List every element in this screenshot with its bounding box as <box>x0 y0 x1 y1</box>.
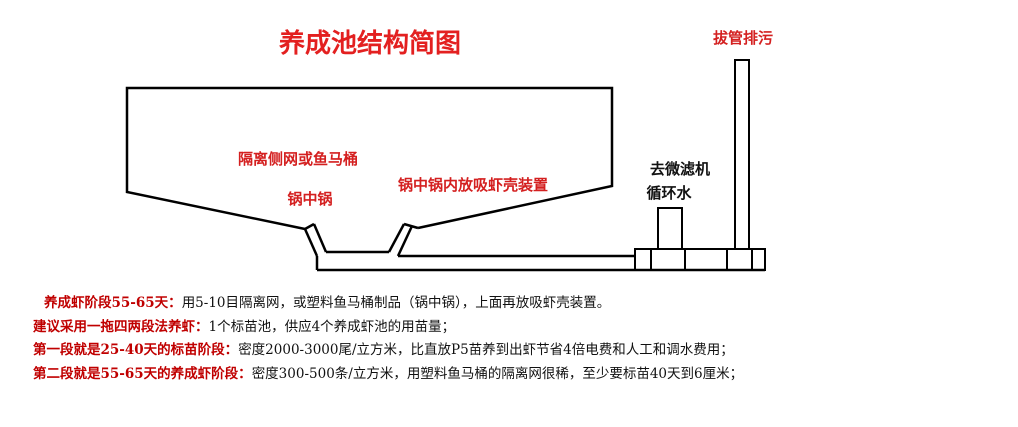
note-key: 第二段就是55-65天的养成虾阶段： <box>33 365 252 382</box>
pond-wall <box>125 86 614 231</box>
filter-pipe <box>657 207 683 250</box>
note-key: 第一段就是25-40天的标苗阶段： <box>33 342 239 358</box>
diagram-title: 养成池结构简图 <box>278 28 461 59</box>
note-line: 养成虾阶段55-65天：用5-10目隔离网，或塑料鱼马桶制品（锅中锅），上面再放… <box>0 292 1018 316</box>
drain-standpipe <box>734 59 750 250</box>
note-line: 第二段就是55-65天的养成虾阶段：密度300-500条/立方米，用塑料鱼马桶的… <box>0 363 1018 387</box>
inner-pot-right-wall-outer <box>396 225 414 257</box>
inner-pot-right-rim <box>403 222 419 230</box>
note-line: 建议采用一拖四两段法养虾：1个标苗池，供应4个养成虾池的用苗量； <box>0 316 1018 340</box>
note-value: 1个标苗池，供应4个养成虾池的用苗量； <box>208 318 456 335</box>
inner-pot-left-wall-outer <box>303 228 319 257</box>
net-label: 隔离侧网或鱼马桶 <box>238 150 358 168</box>
shell-device-label: 锅中锅内放吸虾壳装置 <box>398 176 548 194</box>
inner-pot-left-wall-inner <box>312 223 328 253</box>
note-value: 用5-10目隔离网，或塑料鱼马桶制品（锅中锅），上面再放吸虾壳装置。 <box>181 295 611 311</box>
note-value: 密度2000-3000尾/立方米，比直放P5苗养到出虾节省4倍电费和人工和调水费… <box>238 342 734 358</box>
pond-structure-diagram: 养成池结构简图 <box>125 28 773 272</box>
drain-label: 拔管排污 <box>713 29 773 47</box>
filter-label-line2: 循环水 <box>646 184 692 202</box>
note-line: 第一段就是25-40天的标苗阶段：密度2000-3000尾/立方米，比直放P5苗… <box>0 339 1018 363</box>
outlet-box <box>634 248 766 271</box>
inner-pot-right-wall-inner <box>387 223 406 253</box>
notes-block: 养成虾阶段55-65天：用5-10目隔离网，或塑料鱼马桶制品（锅中锅），上面再放… <box>0 292 1018 386</box>
note-key: 建议采用一拖四两段法养虾： <box>33 318 209 335</box>
inner-pot-left-rim <box>304 222 315 231</box>
outlet-structure <box>634 59 766 271</box>
inner-pot-label: 锅中锅 <box>287 190 332 208</box>
filter-label-line1: 去微滤机 <box>650 160 710 178</box>
note-value: 密度300-500条/立方米，用塑料鱼马桶的隔离网很稀，至少要标苗40天到6厘米… <box>251 365 744 382</box>
note-key: 养成虾阶段55-65天： <box>44 295 182 311</box>
